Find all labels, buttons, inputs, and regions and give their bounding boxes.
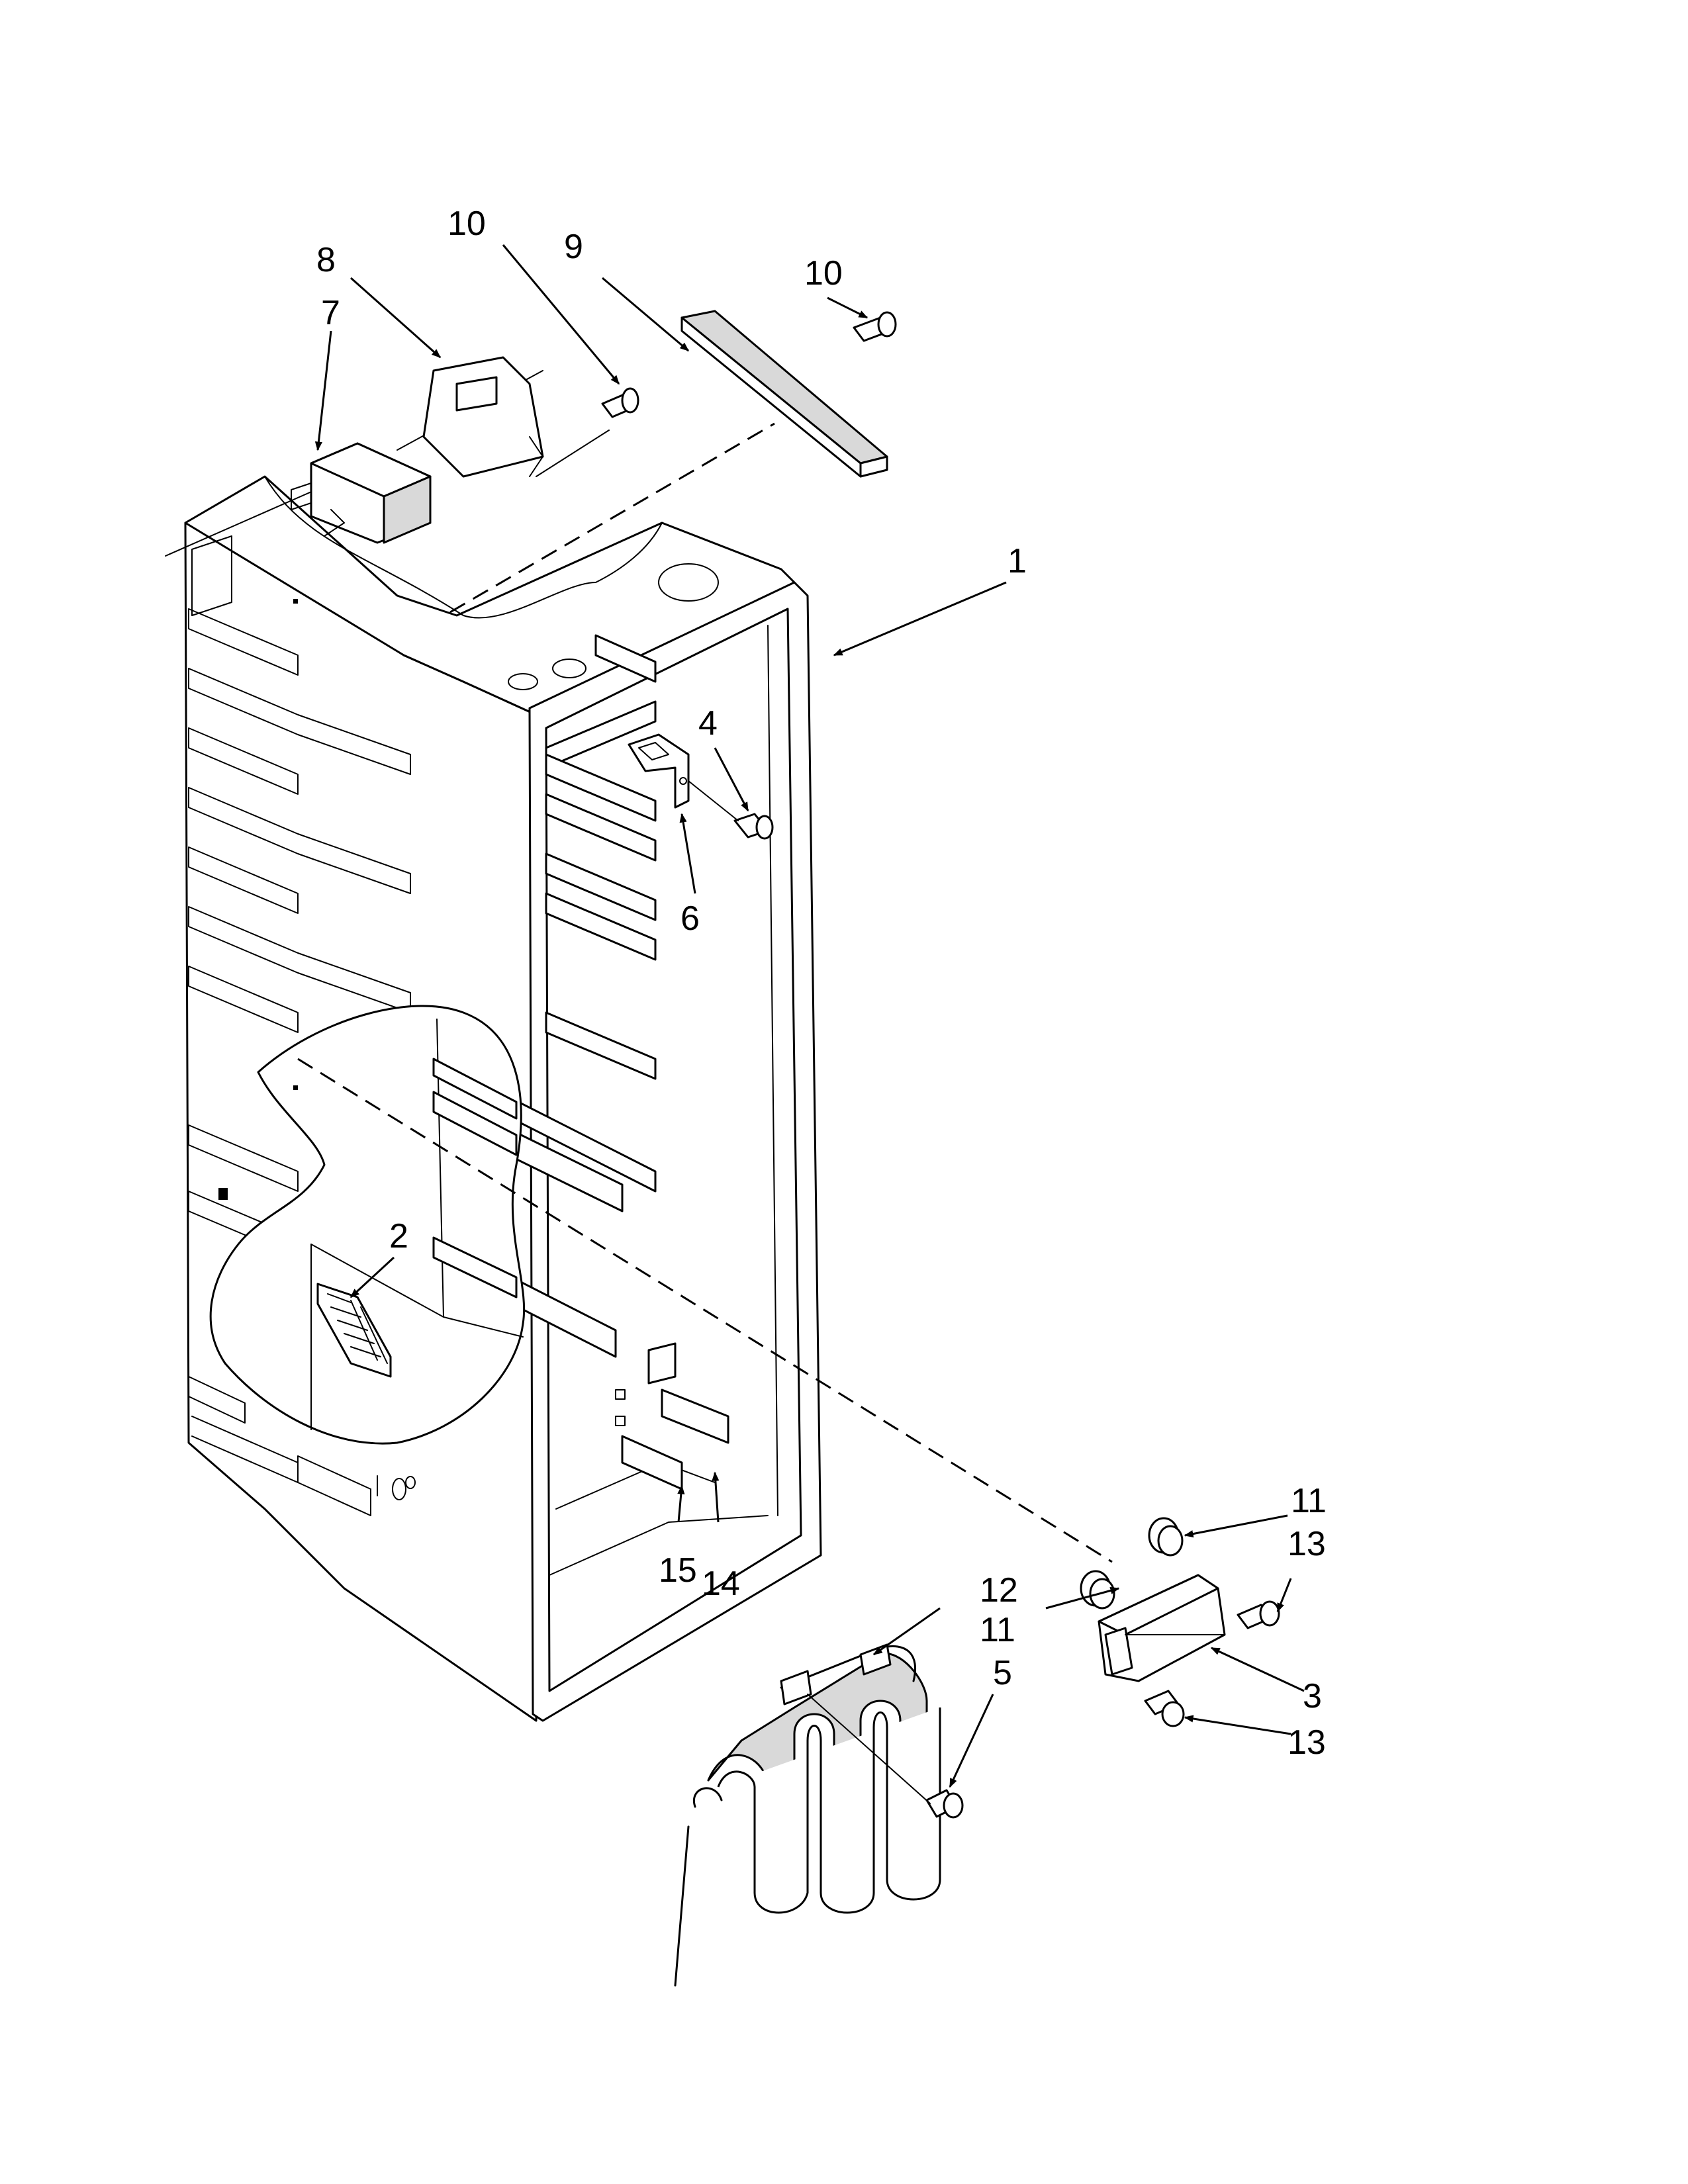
alignment-line-4 — [688, 780, 739, 821]
liner-inner-back-edge — [767, 625, 778, 1516]
alignment-line-lower — [297, 1058, 1113, 1563]
callout-13a: 13 — [1288, 1525, 1326, 1563]
part-11-grommet-b — [1080, 1570, 1115, 1610]
part-12-evaporator-coil — [674, 1643, 941, 1987]
callout-9: 9 — [564, 228, 583, 266]
part-11-grommet-a — [1148, 1517, 1184, 1557]
callout-11b: 11 — [980, 1611, 1015, 1649]
part-6-bracket — [628, 733, 690, 809]
part-5-screw — [925, 1789, 964, 1819]
part-4-screw — [733, 813, 774, 840]
part-10-screw-a — [601, 387, 639, 418]
liner-left-holes — [218, 599, 298, 1200]
callout-2: 2 — [389, 1217, 408, 1255]
liner-top-cutaway — [264, 476, 663, 619]
callout-7: 7 — [321, 294, 340, 332]
lower-wall-brackets — [615, 1342, 729, 1490]
callout-14: 14 — [702, 1565, 740, 1603]
part-8-bracket — [422, 356, 544, 478]
liner-cabinet — [184, 475, 822, 1722]
alignment-line-rail — [449, 422, 775, 614]
callout-5: 5 — [993, 1654, 1012, 1692]
callout-12: 12 — [980, 1571, 1018, 1610]
part-9-rail — [680, 310, 888, 478]
liner-top-small-hole — [508, 673, 538, 690]
callout-11a: 11 — [1291, 1482, 1327, 1520]
leader-lines — [314, 244, 1305, 1788]
part-3-housing — [1098, 1574, 1226, 1682]
liner-base-details — [370, 1475, 378, 1503]
part-7-control-housing — [291, 442, 432, 544]
callout-10b: 10 — [804, 254, 843, 293]
liner-top-left-notch — [191, 535, 232, 616]
liner-front-opening — [545, 608, 802, 1692]
callout-13b: 13 — [1288, 1723, 1326, 1762]
callout-labels: 1 2 3 4 5 6 7 8 9 10 10 11 13 12 11 13 1… — [316, 205, 1327, 1762]
liner-top-hole-2 — [552, 659, 586, 678]
part-10-screw-b — [853, 311, 897, 342]
callout-4: 4 — [698, 704, 718, 743]
alignment-line-5 — [807, 1694, 931, 1804]
liner-cutaway-opening — [209, 1005, 526, 1445]
callout-6: 6 — [680, 899, 700, 938]
alignment-line-10a — [536, 430, 610, 477]
callout-1: 1 — [1008, 542, 1027, 580]
alignment-line-7 — [165, 482, 332, 557]
part-13-pin-a — [1237, 1600, 1280, 1629]
callout-10a: 10 — [447, 205, 486, 243]
callout-3: 3 — [1303, 1677, 1322, 1715]
liner-top-vent-hole — [658, 563, 719, 602]
part-13-pin-b — [1144, 1690, 1185, 1727]
callout-15: 15 — [659, 1551, 697, 1590]
callout-8: 8 — [316, 241, 336, 279]
cutaway-inner-wall — [310, 1019, 524, 1430]
